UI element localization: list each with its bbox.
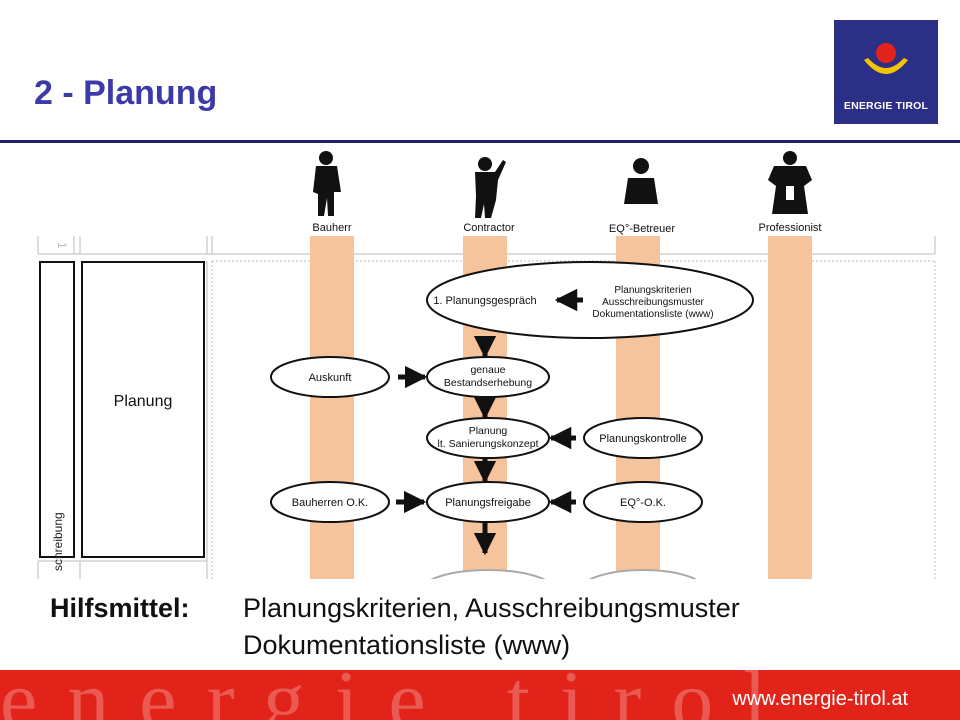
- vertical-fragment-label: schreibung: [51, 512, 65, 571]
- title-divider: [0, 140, 960, 143]
- next-step-ellipse: [430, 569, 546, 579]
- planungskriterien-label: Planungskriterien: [614, 285, 691, 296]
- auskunft-label: Auskunft: [309, 372, 352, 384]
- hilfsmittel-line-1: Planungskriterien, Ausschreibungsmuster: [243, 593, 740, 623]
- dokumentationsliste-label: Dokumentationsliste (www): [592, 309, 713, 320]
- bestandserhebung-label-1: genaue: [470, 364, 505, 376]
- process-diagram: 1 Planung schreibung Bauherr Contractor …: [37, 151, 936, 579]
- bestandserhebung-label-2: Bestandserhebung: [444, 377, 532, 389]
- hilfsmittel-line-2: Dokumentationsliste (www): [243, 630, 571, 660]
- planungsfreigabe-label: Planungsfreigabe: [445, 497, 531, 509]
- footer-watermark: energie tirol: [0, 670, 797, 720]
- row-number: 1: [55, 242, 69, 249]
- contractor-figure-icon: [475, 157, 506, 218]
- phase-label: Planung: [114, 393, 173, 410]
- phase-box: [81, 261, 205, 558]
- role-label-eq-betreuer: EQ°-Betreuer: [609, 223, 675, 235]
- bauherr-figure-icon: [313, 151, 341, 216]
- logo-emblem-icon: [864, 43, 908, 74]
- planung-label-1: Planung: [469, 425, 508, 437]
- planungskontrolle-ellipse: [583, 417, 703, 459]
- footer-bar: energie tirol www.energie-tirol.at: [0, 670, 960, 720]
- footer-url: www.energie-tirol.at: [732, 688, 908, 710]
- slide-title: 2 - Planung: [34, 74, 218, 112]
- planungsgespraech-ellipse: [426, 261, 754, 339]
- role-label-contractor: Contractor: [463, 222, 515, 234]
- left-vertical-box: [39, 261, 75, 558]
- ausschreibungsmuster-label: Ausschreibungsmuster: [602, 297, 704, 308]
- eq-ok-ellipse: [583, 481, 703, 523]
- hilfsmittel-label: Hilfsmittel:: [50, 593, 190, 623]
- energie-tirol-logo: ENERGIE TIROL: [834, 20, 938, 124]
- lane-professionist: [768, 236, 812, 579]
- auskunft-ellipse: [270, 356, 390, 398]
- professionist-figure-icon: [768, 151, 812, 214]
- eq-betreuer-figure-icon: [624, 158, 658, 204]
- planung-label-2: lt. Sanierungskonzept: [438, 438, 539, 450]
- lane-bauherr: [310, 236, 354, 579]
- bauherren-ok-ellipse: [270, 481, 390, 523]
- planungsgespraech-label: 1. Planungsgespräch: [433, 295, 536, 307]
- logo-text: ENERGIE TIROL: [843, 100, 929, 112]
- role-label-professionist: Professionist: [759, 222, 822, 234]
- next-step-ellipse: [589, 569, 697, 579]
- planungskontrolle-label: Planungskontrolle: [599, 433, 686, 445]
- eq-ok-label: EQ°-O.K.: [620, 497, 666, 509]
- role-label-bauherr: Bauherr: [312, 222, 351, 234]
- bauherren-ok-label: Bauherren O.K.: [292, 497, 368, 509]
